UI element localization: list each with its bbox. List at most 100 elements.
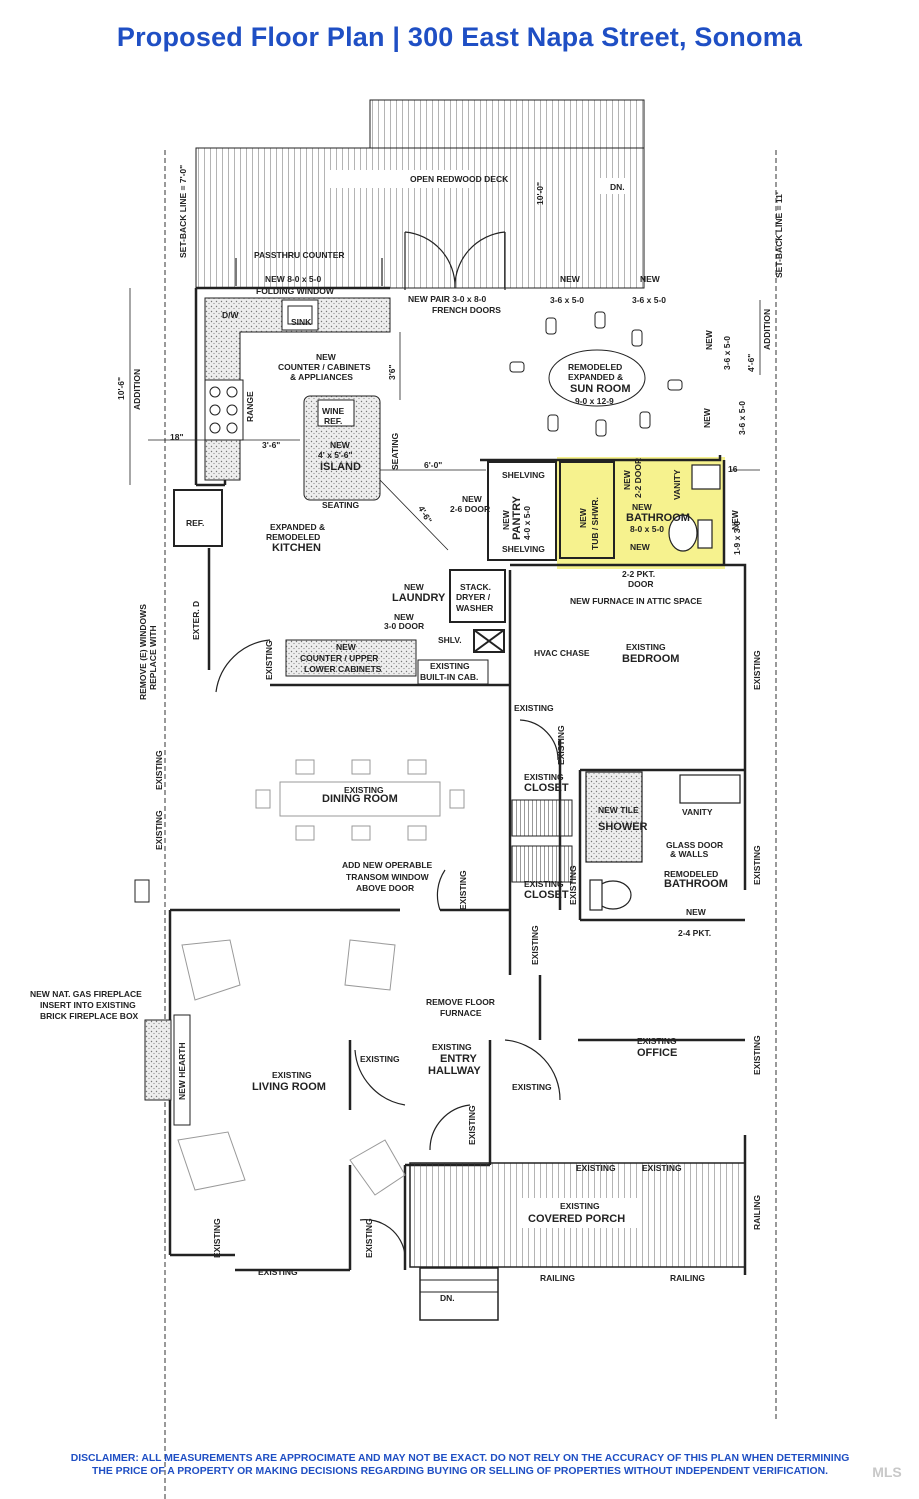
svg-text:2-4 PKT.: 2-4 PKT.	[678, 928, 711, 938]
svg-text:ISLAND: ISLAND	[320, 461, 361, 473]
svg-text:NEW: NEW	[630, 542, 651, 552]
svg-text:9-0 x 12-9: 9-0 x 12-9	[575, 396, 614, 406]
svg-text:NEW: NEW	[632, 502, 653, 512]
svg-text:4' x 5'-6": 4' x 5'-6"	[318, 450, 353, 460]
svg-text:EXISTING: EXISTING	[212, 1218, 222, 1258]
svg-text:3'-6": 3'-6"	[262, 440, 280, 450]
svg-text:NEW: NEW	[462, 494, 483, 504]
svg-text:NEW: NEW	[404, 582, 425, 592]
svg-text:6'-0": 6'-0"	[424, 460, 442, 470]
svg-text:3-6 x 5-0: 3-6 x 5-0	[632, 295, 666, 305]
svg-text:3-0 DOOR: 3-0 DOOR	[384, 621, 424, 631]
svg-text:REMOVE (E) WINDOWS: REMOVE (E) WINDOWS	[138, 604, 148, 700]
svg-text:EXISTING: EXISTING	[642, 1163, 682, 1173]
svg-text:EXISTING: EXISTING	[512, 1082, 552, 1092]
svg-text:BUILT-IN CAB.: BUILT-IN CAB.	[420, 672, 478, 682]
svg-text:LAUNDRY: LAUNDRY	[392, 592, 446, 604]
page-title: Proposed Floor Plan | 300 East Napa Stre…	[116, 22, 803, 52]
svg-text:NEW FURNACE IN ATTIC SPACE: NEW FURNACE IN ATTIC SPACE	[570, 596, 702, 606]
svg-text:NEW HEARTH: NEW HEARTH	[177, 1042, 187, 1100]
svg-text:3-6 x 5-0: 3-6 x 5-0	[737, 401, 747, 435]
svg-text:NEW: NEW	[394, 612, 415, 622]
svg-text:SHLV.: SHLV.	[438, 635, 462, 645]
svg-text:BRICK FIREPLACE BOX: BRICK FIREPLACE BOX	[40, 1011, 139, 1021]
svg-text:VANITY: VANITY	[672, 469, 682, 500]
svg-text:NEW PAIR 3-0 x 8-0: NEW PAIR 3-0 x 8-0	[408, 294, 487, 304]
svg-text:SEATING: SEATING	[390, 432, 400, 470]
svg-text:BATHROOM: BATHROOM	[664, 878, 728, 890]
svg-text:EXISTING: EXISTING	[344, 785, 384, 795]
svg-text:EXISTING: EXISTING	[258, 1267, 298, 1277]
svg-text:LOWER CABINETS: LOWER CABINETS	[304, 664, 382, 674]
svg-text:RAILING: RAILING	[670, 1273, 705, 1283]
svg-text:DRYER /: DRYER /	[456, 592, 491, 602]
svg-text:COUNTER / CABINETS: COUNTER / CABINETS	[278, 362, 371, 372]
svg-text:EXISTING: EXISTING	[626, 642, 666, 652]
svg-text:4'-6": 4'-6"	[746, 354, 756, 372]
svg-text:EXISTING: EXISTING	[432, 1042, 472, 1052]
svg-text:EXISTING: EXISTING	[154, 810, 164, 850]
svg-text:16: 16	[728, 464, 738, 474]
svg-text:EXISTING: EXISTING	[154, 750, 164, 790]
svg-text:EXPANDED &: EXPANDED &	[568, 372, 623, 382]
deck	[195, 99, 645, 289]
svg-text:NEW: NEW	[578, 507, 588, 528]
svg-text:EXISTING: EXISTING	[752, 1035, 762, 1075]
disclaimer-line-2: THE PRICE OF A PROPERTY OR MAKING DECISI…	[91, 1466, 829, 1477]
svg-text:& WALLS: & WALLS	[670, 849, 709, 859]
svg-text:REMODELED: REMODELED	[664, 869, 718, 879]
svg-text:GLASS DOOR: GLASS DOOR	[666, 840, 723, 850]
svg-text:EXISTING: EXISTING	[752, 845, 762, 885]
svg-text:ADD NEW OPERABLE: ADD NEW OPERABLE	[342, 860, 433, 870]
svg-text:REF.: REF.	[186, 518, 204, 528]
svg-text:SET-BACK LINE = 11': SET-BACK LINE = 11'	[774, 192, 784, 278]
svg-text:KITCHEN: KITCHEN	[272, 542, 321, 554]
svg-text:NEW: NEW	[336, 642, 357, 652]
svg-text:REMODELED: REMODELED	[568, 362, 622, 372]
svg-text:DOOR: DOOR	[628, 579, 654, 589]
svg-text:PASSTHRU COUNTER: PASSTHRU COUNTER	[254, 250, 345, 260]
svg-text:SHELVING: SHELVING	[502, 470, 545, 480]
svg-text:RANGE: RANGE	[245, 391, 255, 422]
svg-text:4'-6": 4'-6"	[416, 504, 434, 525]
svg-text:TUB / SHWR.: TUB / SHWR.	[590, 497, 600, 550]
disclaimer: DISCLAIMER: ALL MEASUREMENTS ARE APPROCI…	[10, 1452, 910, 1478]
svg-text:NEW: NEW	[622, 469, 632, 490]
svg-text:8-0 x 5-0: 8-0 x 5-0	[630, 524, 664, 534]
walls	[168, 286, 747, 1275]
svg-text:18": 18"	[170, 432, 184, 442]
dining-table	[255, 759, 465, 841]
svg-text:EXISTING: EXISTING	[364, 1218, 374, 1258]
svg-text:REF.: REF.	[324, 416, 342, 426]
kitchen-counters	[173, 297, 489, 685]
svg-text:EXISTING: EXISTING	[264, 640, 274, 680]
svg-text:FURNACE: FURNACE	[440, 1008, 482, 1018]
svg-text:EXTER. D: EXTER. D	[191, 601, 201, 640]
svg-text:EXISTING: EXISTING	[530, 925, 540, 965]
svg-text:NEW NAT. GAS FIREPLACE: NEW NAT. GAS FIREPLACE	[30, 989, 142, 999]
svg-text:EXISTING: EXISTING	[560, 1201, 600, 1211]
svg-text:REPLACE WITH: REPLACE WITH	[148, 625, 158, 690]
svg-text:EXISTING: EXISTING	[568, 865, 578, 905]
svg-text:SHOWER: SHOWER	[598, 821, 648, 833]
svg-text:INSERT INTO EXISTING: INSERT INTO EXISTING	[40, 1000, 136, 1010]
svg-text:DN.: DN.	[440, 1293, 455, 1303]
covered-porch	[409, 1162, 746, 1321]
svg-text:EXISTING: EXISTING	[467, 1105, 477, 1145]
svg-text:BEDROOM: BEDROOM	[622, 653, 679, 665]
svg-text:ABOVE DOOR: ABOVE DOOR	[356, 883, 414, 893]
svg-text:1-9 x 3-0: 1-9 x 3-0	[732, 521, 742, 555]
svg-text:ADDITION: ADDITION	[132, 369, 142, 410]
svg-text:DN.: DN.	[610, 182, 625, 192]
svg-text:WASHER: WASHER	[456, 603, 493, 613]
svg-text:OFFICE: OFFICE	[637, 1047, 677, 1059]
svg-text:STACK.: STACK.	[460, 582, 491, 592]
svg-text:EXISTING: EXISTING	[637, 1036, 677, 1046]
svg-text:NEW: NEW	[730, 509, 740, 530]
svg-text:COVERED PORCH: COVERED PORCH	[528, 1213, 625, 1225]
svg-text:RAILING: RAILING	[752, 1195, 762, 1230]
svg-text:NEW: NEW	[330, 440, 351, 450]
svg-text:EXISTING: EXISTING	[524, 772, 564, 782]
svg-text:NEW: NEW	[686, 907, 707, 917]
